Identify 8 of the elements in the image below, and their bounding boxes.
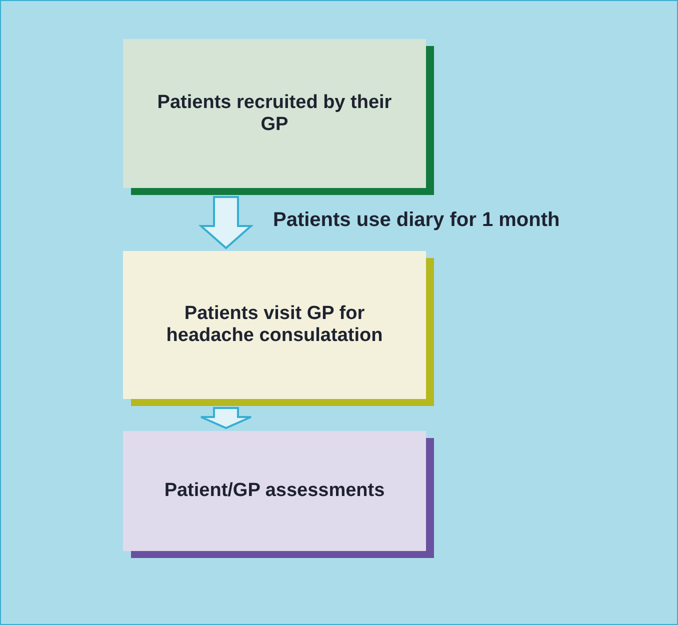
box-text: Patient/GP assessments [164, 480, 385, 502]
box-text: Patients visit GP for headache consulatation [165, 303, 384, 347]
block-arrow [200, 407, 252, 430]
process-box [123, 431, 426, 551]
box-text: Patients recruited by their GP [156, 92, 393, 136]
edge-label: Patients use diary for 1 month [273, 208, 560, 232]
process-box [123, 251, 426, 399]
process-box [123, 39, 426, 188]
